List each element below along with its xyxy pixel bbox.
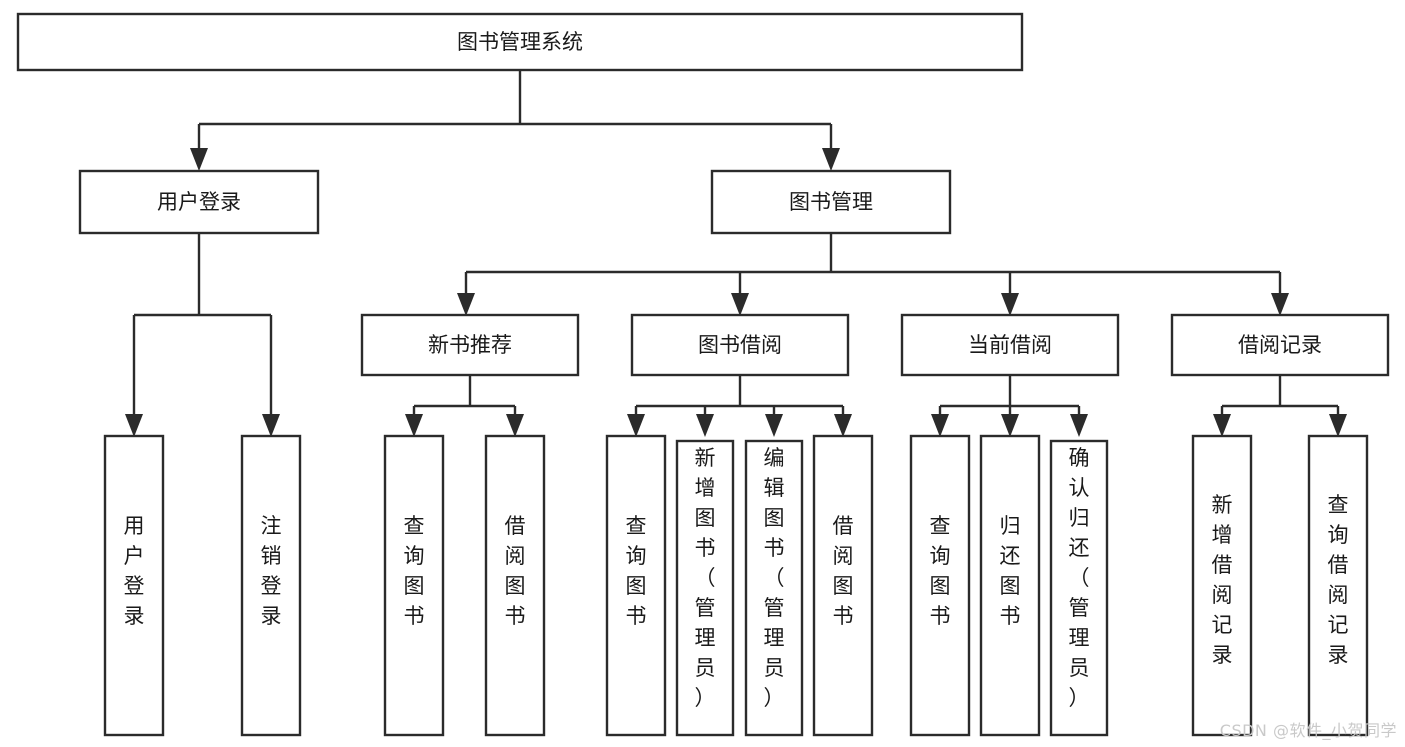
node-book-borrow-label: 图书借阅 [698,333,782,357]
node-new-book-recommend[interactable]: 新书推荐 [360,313,580,377]
arrow-borrow-record [1271,293,1289,316]
node-book-borrow-box[interactable] [630,313,850,377]
node-leaf-query-book-2-box[interactable] [605,434,667,737]
node-leaf-return-book-box[interactable] [979,434,1041,737]
arrow-new-book-recommend [457,293,475,316]
node-leaf-edit-book-label: 编辑图书（管理员） [764,446,785,710]
node-root[interactable]: 图书管理系统 [16,12,1024,72]
node-leaf-query-book-3[interactable]: 查询图书 [909,434,971,737]
arrow-book-borrow [731,293,749,316]
node-current-borrow-label: 当前借阅 [968,333,1052,357]
node-book-manage-label: 图书管理 [789,190,873,214]
node-leaf-edit-book-box[interactable] [744,439,804,737]
arrow-current-borrow [1001,293,1019,316]
node-leaf-borrow-book-1[interactable]: 借阅图书 [484,434,546,737]
node-borrow-record-box[interactable] [1170,313,1390,377]
node-leaf-confirm-return-box[interactable] [1049,439,1109,737]
node-leaf-borrow-book-2-box[interactable] [812,434,874,737]
arrow-leaf-logout-login [262,414,280,437]
node-leaf-borrow-book-1-box[interactable] [484,434,546,737]
node-leaf-query-record[interactable]: 查询借阅记录 [1307,434,1369,737]
node-book-manage[interactable]: 图书管理 [710,169,952,235]
node-user-login[interactable]: 用户登录 [78,169,320,235]
node-root-label: 图书管理系统 [457,30,583,54]
node-leaf-add-record-label: 新增借阅记录 [1212,493,1233,667]
node-leaf-query-record-label: 查询借阅记录 [1328,493,1349,667]
connector-group-book-manage-to-level3 [457,233,1289,316]
connector-group-new-book-to-leaves [405,375,524,437]
node-leaf-return-book[interactable]: 归还图书 [979,434,1041,737]
node-leaf-logout-login-box[interactable] [240,434,302,737]
node-root-box[interactable] [16,12,1024,72]
arrow-leaf-query-book-1 [405,414,423,437]
arrow-leaf-edit-book [765,414,783,437]
node-leaf-query-record-box[interactable] [1307,434,1369,737]
node-leaf-edit-book[interactable]: 编辑图书（管理员） [744,439,804,737]
arrow-leaf-confirm-return [1070,414,1088,437]
node-new-book-recommend-label: 新书推荐 [428,333,512,357]
arrow-leaf-user-login [125,414,143,437]
node-leaf-query-book-1[interactable]: 查询图书 [383,434,445,737]
node-book-manage-box[interactable] [710,169,952,235]
node-leaf-user-login-box[interactable] [103,434,165,737]
node-borrow-record[interactable]: 借阅记录 [1170,313,1390,377]
node-leaf-confirm-return[interactable]: 确认归还（管理员） [1049,439,1109,737]
node-current-borrow[interactable]: 当前借阅 [900,313,1120,377]
node-borrow-record-label: 借阅记录 [1238,333,1322,357]
connector-group-user-login-to-leaves [125,233,280,437]
node-current-borrow-box[interactable] [900,313,1120,377]
arrow-leaf-query-book-3 [931,414,949,437]
node-leaf-query-book-3-label: 查询图书 [930,514,951,628]
node-leaf-borrow-book-2-label: 借阅图书 [833,514,854,628]
node-user-login-label: 用户登录 [157,190,241,214]
node-leaf-query-book-2-label: 查询图书 [626,514,647,628]
node-leaf-add-record[interactable]: 新增借阅记录 [1191,434,1253,737]
arrow-leaf-borrow-book-2 [834,414,852,437]
node-book-borrow[interactable]: 图书借阅 [630,313,850,377]
node-leaf-query-book-1-box[interactable] [383,434,445,737]
arrow-user-login [190,148,208,171]
node-leaf-logout-login[interactable]: 注销登录 [240,434,302,737]
arrow-leaf-borrow-book-1 [506,414,524,437]
node-leaf-add-book[interactable]: 新增图书（管理员） [675,439,735,737]
arrow-book-manage [822,148,840,171]
arrow-leaf-add-book [696,414,714,437]
node-new-book-recommend-box[interactable] [360,313,580,377]
node-leaf-borrow-book-2[interactable]: 借阅图书 [812,434,874,737]
connector-group-book-borrow-to-leaves [627,375,852,437]
connector-group-root-to-level2 [190,70,840,171]
node-leaf-return-book-label: 归还图书 [1000,514,1021,628]
node-leaf-add-record-box[interactable] [1191,434,1253,737]
node-user-login-box[interactable] [78,169,320,235]
node-leaf-add-book-label: 新增图书（管理员） [695,446,716,710]
node-leaf-query-book-1-label: 查询图书 [404,514,425,628]
node-leaf-query-book-3-box[interactable] [909,434,971,737]
node-leaf-query-book-2[interactable]: 查询图书 [605,434,667,737]
arrow-leaf-query-record [1329,414,1347,437]
csdn-watermark: CSDN @软件_小贺同学 [1219,721,1397,740]
arrow-leaf-add-record [1213,414,1231,437]
node-leaf-user-login[interactable]: 用户登录 [103,434,165,737]
connector-group-current-borrow-to-leaves [931,375,1088,437]
arrow-leaf-return-book [1001,414,1019,437]
node-leaf-logout-login-label: 注销登录 [261,514,282,628]
node-leaf-user-login-label: 用户登录 [124,514,145,628]
connector-group-borrow-record-to-leaves [1213,375,1347,437]
node-leaf-add-book-box[interactable] [675,439,735,737]
node-leaf-borrow-book-1-label: 借阅图书 [505,514,526,628]
arrow-leaf-query-book-2 [627,414,645,437]
node-leaf-confirm-return-label: 确认归还（管理员） [1069,446,1090,710]
